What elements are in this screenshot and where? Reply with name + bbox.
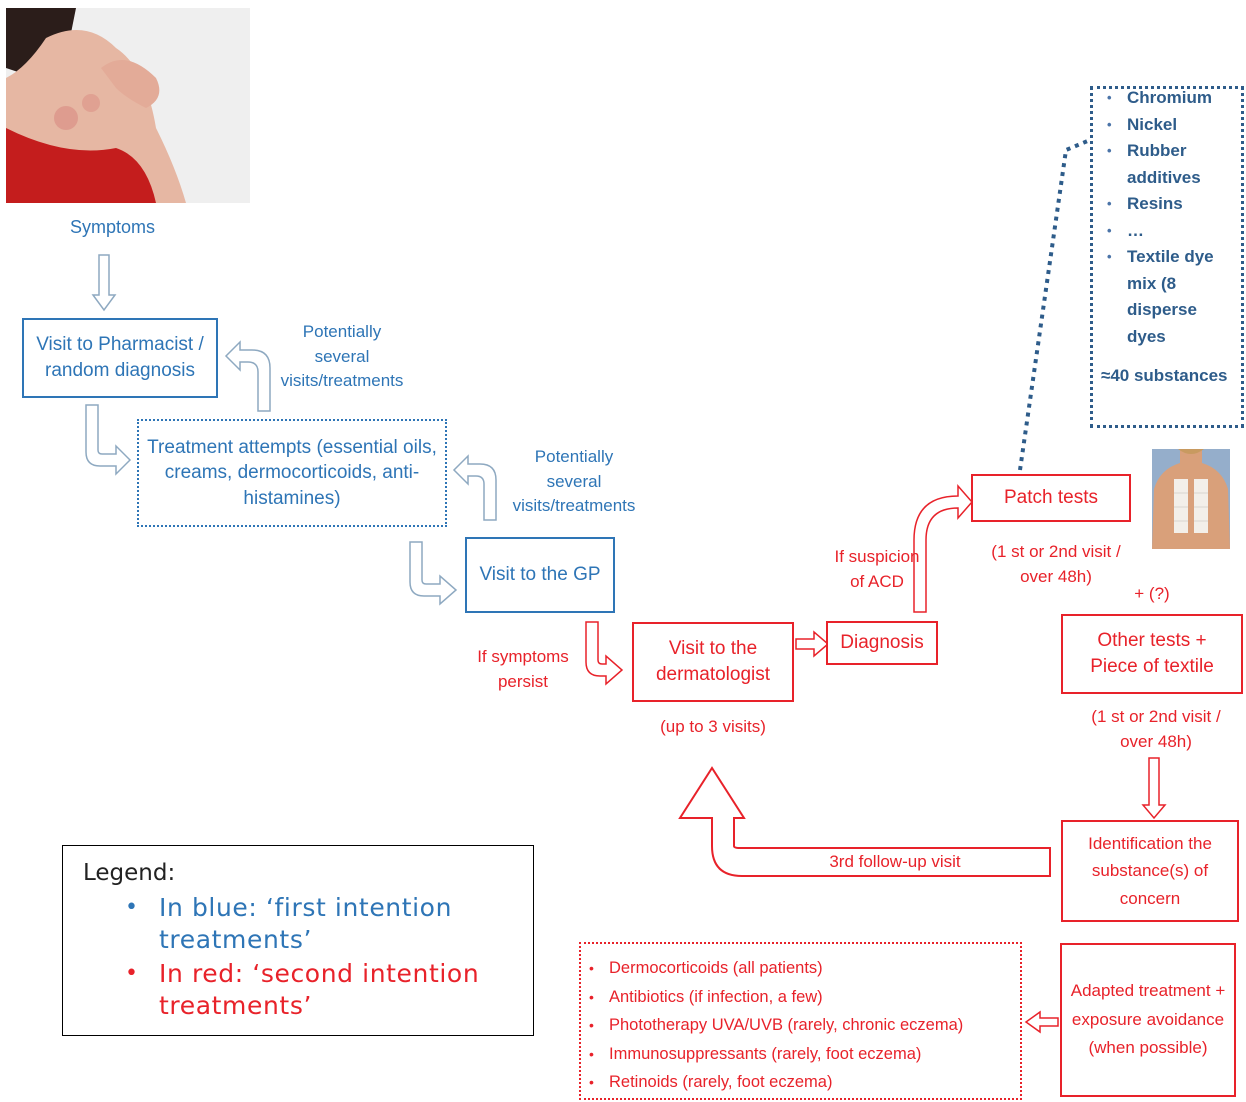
if-symptoms-persist-label: If symptoms persist [477,647,569,691]
adapted-treatment-label: Adapted treatment + exposure avoidance (… [1070,980,1226,1058]
legend-list: In blue: ‘first intention treatments’ In… [63,892,517,1022]
arrow-treatment-to-gp [409,541,458,606]
substances-box: Chromium Nickel Rubber additives Resins … [1090,86,1244,428]
patch-tests-box: Patch tests [971,474,1131,522]
treatment-item: Immunosuppressants (rarely, foot eczema) [581,1040,1020,1069]
gp-label: Visit to the GP [479,564,601,586]
treatment-item: Antibiotics (if infection, a few) [581,983,1020,1012]
arrow-dermatologist-to-diagnosis [795,630,830,658]
adapted-treatment-box: Adapted treatment + exposure avoidance (… [1060,943,1236,1097]
treatment-item: Dermocorticoids (all patients) [581,954,1020,983]
other-tests-label: Other tests + Piece of textile [1090,630,1214,677]
dotted-link-patch-to-substances [1018,138,1091,471]
other-tests-box: Other tests + Piece of textile [1061,614,1243,694]
legend-title: Legend: [83,860,176,886]
treatments-list: Dermocorticoids (all patients) Antibioti… [581,954,1020,1097]
dermatologist-label: Visit to the dermatologist [655,638,771,685]
arrow-symptoms-to-pharmacist [91,254,117,312]
dermatologist-box: Visit to the dermatologist [632,622,794,702]
arrow-other-to-identification [1141,757,1167,820]
if-suspicion-acd-label: If suspicion of ACD [834,547,920,591]
arrow-adapted-to-treatments [1024,1010,1059,1034]
several-visits-note-1: Potentially several visits/treatments [280,322,404,391]
legend-item-red: In red: ‘second intention treatments’ [63,958,517,1022]
up-to-3-visits-label: (up to 3 visits) [660,717,766,736]
photo-person-scratching [6,8,250,203]
patch-tests-label: Patch tests [1004,487,1098,509]
gp-box: Visit to the GP [465,537,615,613]
arrow-gp-to-dermatologist [585,621,624,686]
third-follow-up-label: 3rd follow-up visit [829,852,961,871]
photo-back-patch-test [1152,449,1230,549]
several-visits-note-2: Potentially several visits/treatments [512,447,636,516]
substance-item: Nickel [1101,112,1235,139]
identification-label: Identification the substance(s) of conce… [1088,834,1212,908]
treatment-item: Phototherapy UVA/UVB (rarely, chronic ec… [581,1011,1020,1040]
symptoms-label: Symptoms [69,217,156,237]
legend-item-blue: In blue: ‘first intention treatments’ [63,892,517,956]
treatment-attempts-label: Treatment attempts (essential oils, crea… [147,436,437,509]
treatment-item: Retinoids (rarely, foot eczema) [581,1068,1020,1097]
diagnosis-label: Diagnosis [840,632,924,654]
substance-item: Resins [1101,191,1235,218]
treatments-list-box: Dermocorticoids (all patients) Antibioti… [579,942,1022,1100]
arrow-treatment-back-to-pharmacist [224,340,271,412]
other-visit-note: (1 st or 2nd visit / over 48h) [1091,707,1221,751]
substance-item: Textile dye mix (8 disperse dyes [1101,244,1235,350]
substance-item: … [1101,218,1235,245]
arrow-gp-back-to-treatment [452,454,497,521]
diagnosis-box: Diagnosis [826,621,938,665]
plus-question-label: + (?) [1134,584,1170,603]
substances-list: Chromium Nickel Rubber additives Resins … [1101,89,1235,350]
substance-item: Rubber additives [1101,138,1235,191]
treatment-attempts-box: Treatment attempts (essential oils, crea… [137,419,447,527]
legend-box: Legend: In blue: ‘first intention treatm… [62,845,534,1036]
patch-visit-note: (1 st or 2nd visit / over 48h) [991,542,1121,586]
identification-box: Identification the substance(s) of conce… [1061,820,1239,922]
arrow-pharmacist-to-treatment [85,404,132,476]
pharmacist-label: Visit to Pharmacist / random diagnosis [36,334,204,381]
substance-item: Chromium [1101,89,1235,112]
substances-total: ≈40 substances [1101,366,1228,385]
pharmacist-box: Visit to Pharmacist / random diagnosis [22,318,218,398]
